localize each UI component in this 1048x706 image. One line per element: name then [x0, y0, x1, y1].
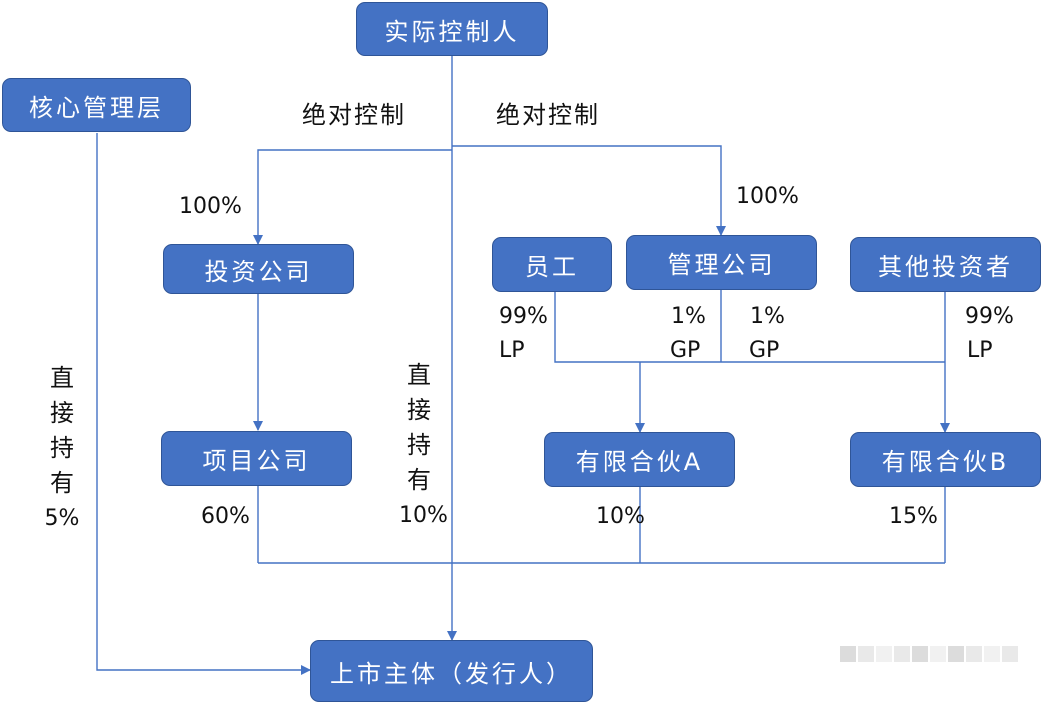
management-role-label-a: GP: [670, 338, 701, 363]
project-company-share-label: 60%: [201, 504, 250, 529]
node-listed-entity: 上市主体（发行人）: [310, 640, 593, 702]
core-direct-holding-label: 直 接 持 有 5%: [42, 361, 82, 536]
management-share-label: 100%: [736, 184, 799, 209]
management-share-label-b: 1%: [750, 304, 785, 329]
lp-a-share-label: 10%: [596, 504, 645, 529]
core-direct-holding-pct: 5%: [44, 506, 80, 531]
node-employees: 员工: [492, 237, 612, 292]
investment-share-label: 100%: [179, 194, 242, 219]
node-limited-partnership-b: 有限合伙B: [850, 432, 1041, 487]
employee-role-label: LP: [499, 338, 525, 363]
controller-direct-holding-pct: 10%: [399, 503, 448, 528]
node-other-investors: 其他投资者: [850, 237, 1041, 292]
absolute-control-label-right: 绝对控制: [496, 101, 600, 129]
controller-to-investment-line: [253, 149, 452, 245]
node-core-management: 核心管理层: [2, 78, 191, 132]
other-investor-role-label: LP: [967, 338, 993, 363]
employee-to-lpa-line: [554, 292, 640, 363]
node-investment-company: 投资公司: [163, 244, 354, 294]
absolute-control-label-left: 绝对控制: [302, 101, 406, 129]
node-controller: 实际控制人: [356, 2, 548, 56]
node-limited-partnership-a: 有限合伙A: [544, 432, 735, 487]
other-investor-share-label: 99%: [965, 304, 1014, 329]
management-share-label-a: 1%: [671, 304, 706, 329]
blurred-watermark: [840, 646, 1018, 662]
node-project-company: 项目公司: [161, 431, 352, 486]
employee-share-label: 99%: [499, 304, 548, 329]
core-to-listed-line: [96, 133, 311, 675]
controller-to-management-line: [452, 145, 726, 236]
management-role-label-b: GP: [749, 338, 780, 363]
node-management-company: 管理公司: [626, 235, 817, 290]
lp-b-share-label: 15%: [889, 504, 938, 529]
controller-direct-holding-label: 直 接 持 有 10%: [399, 358, 448, 533]
